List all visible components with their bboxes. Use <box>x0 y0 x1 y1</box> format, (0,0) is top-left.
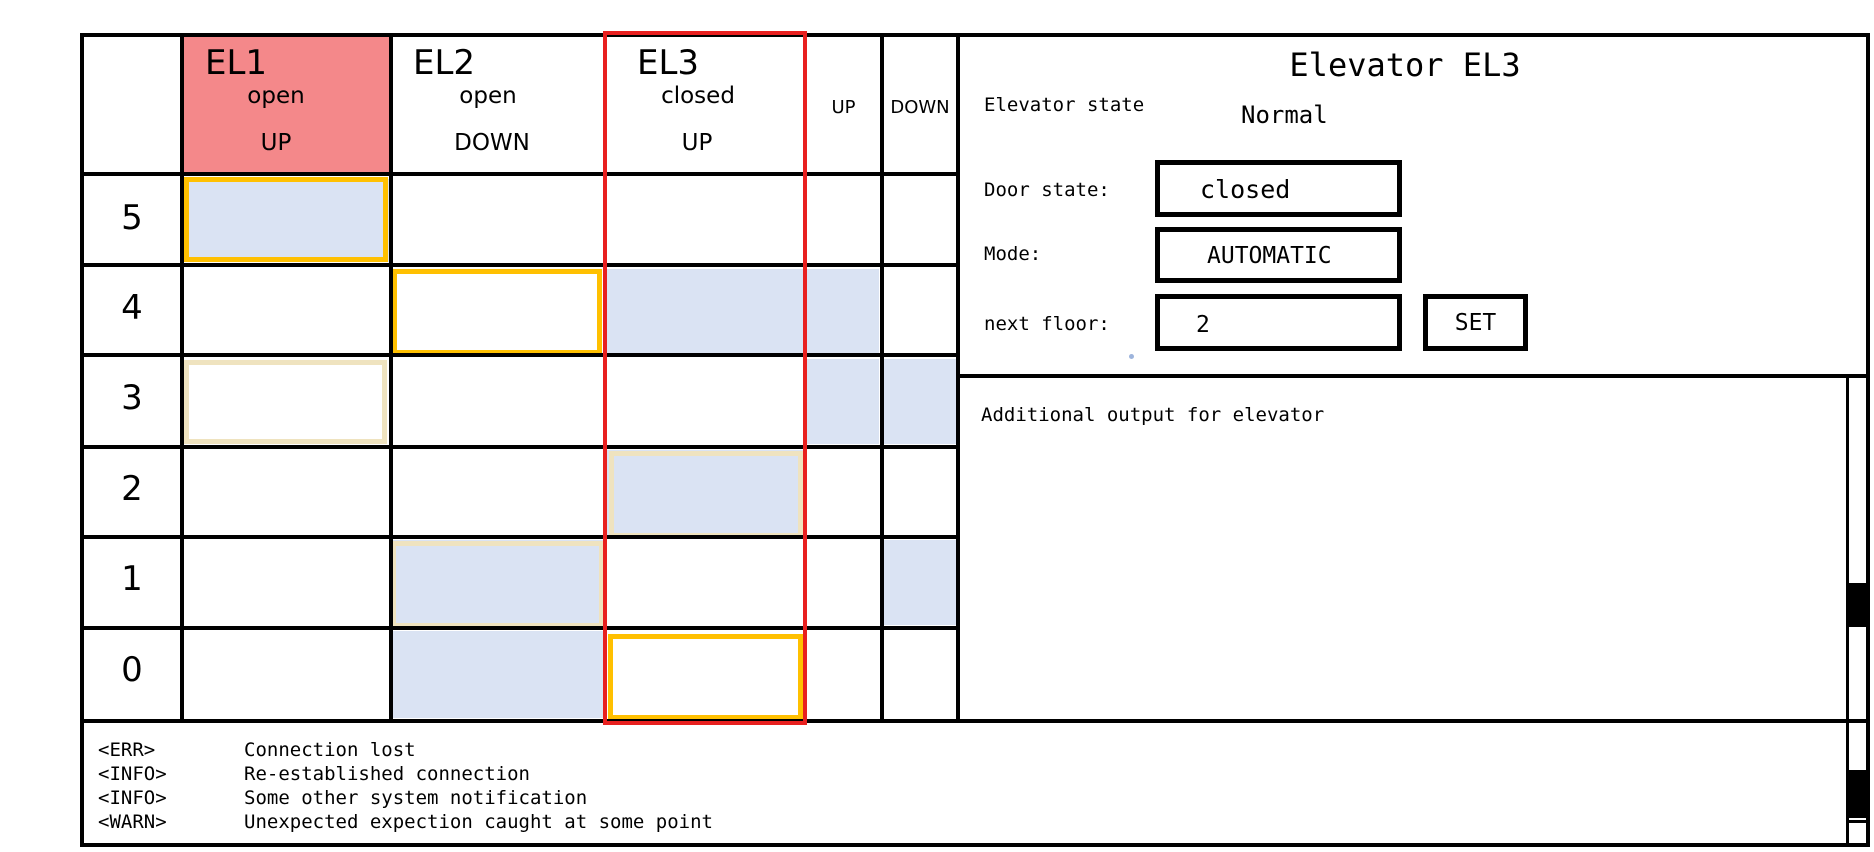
up-call-floor-3-cell[interactable] <box>807 359 879 444</box>
el2-car-position <box>392 269 602 355</box>
elevator-output-text: Additional output for elevator <box>981 404 1325 426</box>
grid-divider <box>389 37 393 722</box>
floor-label-4: 4 <box>121 288 143 328</box>
log-level: <ERR> <box>98 739 156 761</box>
set-button-label: SET <box>1454 310 1497 336</box>
log-scrollbar-down-arrow[interactable] <box>1849 820 1866 823</box>
el2-direction: DOWN <box>454 130 530 156</box>
grid-divider <box>180 37 184 722</box>
door-state-label: Door state: <box>984 179 1110 201</box>
el2-target-floor <box>391 541 604 628</box>
el3-door-state: closed <box>661 83 735 109</box>
grid-divider <box>880 37 884 722</box>
grid-divider <box>84 353 960 357</box>
el1-target-floor <box>184 360 387 444</box>
log-scrollbar[interactable] <box>1846 723 1866 843</box>
el3-direction: UP <box>681 130 713 156</box>
next-floor-label: next floor: <box>984 313 1110 335</box>
log-entry: <INFO> Re-established connection <box>98 762 530 786</box>
grid-divider <box>84 626 960 630</box>
down-call-floor-1-cell[interactable] <box>884 540 957 625</box>
log-divider <box>84 719 1866 723</box>
el1-name: EL1 <box>205 43 268 83</box>
floor-label-0: 0 <box>121 650 143 690</box>
log-scrollbar-thumb[interactable] <box>1849 770 1866 818</box>
el3-floor-2-cell[interactable] <box>607 450 803 535</box>
log-entry: <ERR> Connection lost <box>98 738 416 762</box>
log-entry: <INFO> Some other system notification <box>98 786 587 810</box>
el3-car-position <box>608 634 803 720</box>
set-button[interactable]: SET <box>1423 294 1528 351</box>
grid-divider <box>84 445 960 449</box>
elevator-state-label: Elevator state <box>984 94 1145 116</box>
floor-label-2: 2 <box>121 469 143 509</box>
next-floor-value: 2 <box>1196 312 1210 338</box>
elevator-state-value: Normal <box>1241 101 1328 129</box>
log-message: Re-established connection <box>244 763 530 785</box>
log-message: Connection lost <box>244 739 416 761</box>
elevator-control-frame <box>80 33 1870 847</box>
floor-label-3: 3 <box>121 378 143 418</box>
log-entry: <WARN> Unexpected expection caught at som… <box>98 810 713 834</box>
log-level: <INFO> <box>98 763 167 785</box>
down-call-floor-3-cell[interactable] <box>884 359 957 444</box>
log-level: <INFO> <box>98 787 167 809</box>
mode-field: AUTOMATIC <box>1155 227 1402 283</box>
up-call-floor-4-cell[interactable] <box>807 269 879 353</box>
grid-divider <box>84 172 960 176</box>
el1-door-state: open <box>247 83 305 109</box>
mode-label: Mode: <box>984 243 1042 265</box>
el2-floor-1-cell[interactable] <box>393 540 603 625</box>
el3-name: EL3 <box>637 43 700 83</box>
output-scrollbar[interactable] <box>1846 378 1866 719</box>
mode-value: AUTOMATIC <box>1207 243 1332 269</box>
door-state-value: closed <box>1200 175 1291 204</box>
log-message: Unexpected expection caught at some poin… <box>244 811 713 833</box>
log-message: Some other system notification <box>244 787 588 809</box>
decorative-dot <box>1129 354 1134 359</box>
el2-floor-0-cell[interactable] <box>393 631 603 718</box>
el3-floor-4-cell[interactable] <box>607 269 803 353</box>
log-level: <WARN> <box>98 811 167 833</box>
details-divider <box>960 374 1866 378</box>
grid-divider <box>956 37 960 722</box>
el1-header-highlight <box>184 37 390 172</box>
details-title: Elevator EL3 <box>1289 46 1521 84</box>
up-call-header: UP <box>831 97 856 118</box>
el2-name: EL2 <box>413 43 476 83</box>
down-call-header: DOWN <box>890 97 950 118</box>
el1-direction: UP <box>260 130 292 156</box>
floor-label-5: 5 <box>121 198 143 238</box>
el1-floor-5-cell[interactable] <box>184 179 390 262</box>
el3-selected-column <box>603 31 807 725</box>
floor-label-1: 1 <box>121 559 143 599</box>
next-floor-input[interactable]: 2 <box>1155 294 1402 351</box>
output-scrollbar-thumb[interactable] <box>1849 583 1866 627</box>
el2-door-state: open <box>459 83 517 109</box>
grid-divider <box>84 263 960 267</box>
el1-car-position <box>184 177 388 262</box>
door-state-field: closed <box>1155 160 1402 217</box>
grid-divider <box>84 535 960 539</box>
